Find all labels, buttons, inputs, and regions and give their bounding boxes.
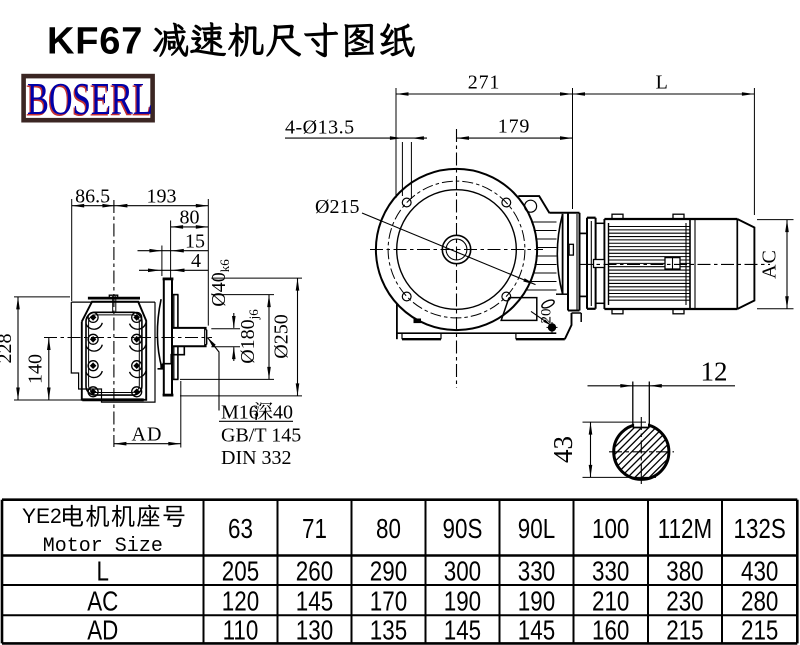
svg-text:130: 130 <box>296 615 333 645</box>
svg-text:86.5: 86.5 <box>75 185 110 207</box>
svg-text:140: 140 <box>25 354 47 384</box>
svg-text:193: 193 <box>147 185 177 207</box>
svg-text:215: 215 <box>666 615 703 645</box>
svg-text:179: 179 <box>498 115 530 137</box>
svg-text:112M: 112M <box>658 514 712 545</box>
svg-text:KF67: KF67 <box>47 21 143 63</box>
svg-text:BOSERL: BOSERL <box>26 75 152 125</box>
svg-text:330: 330 <box>592 556 629 587</box>
svg-text:4-Ø13.5: 4-Ø13.5 <box>285 117 355 139</box>
svg-text:90S: 90S <box>443 514 483 545</box>
svg-text:290: 290 <box>370 556 407 587</box>
svg-text:190: 190 <box>518 586 555 617</box>
svg-text:4: 4 <box>191 250 201 272</box>
svg-text:120: 120 <box>222 586 259 617</box>
svg-text:L: L <box>97 556 109 587</box>
svg-text:260: 260 <box>296 556 333 587</box>
svg-text:YE2: YE2 <box>22 505 62 528</box>
svg-text:230: 230 <box>666 586 703 617</box>
svg-text:AC: AC <box>759 249 781 279</box>
svg-text:100: 100 <box>592 514 629 545</box>
svg-text:DIN 332: DIN 332 <box>221 447 292 469</box>
svg-text:110: 110 <box>223 615 259 645</box>
svg-text:145: 145 <box>296 586 333 617</box>
svg-text:15: 15 <box>185 230 205 252</box>
svg-text:AD: AD <box>132 423 163 445</box>
svg-text:210: 210 <box>592 586 629 617</box>
svg-text:63: 63 <box>228 514 253 545</box>
svg-text:132S: 132S <box>734 514 786 545</box>
svg-text:271: 271 <box>468 71 500 93</box>
svg-text:90L: 90L <box>518 514 555 545</box>
svg-text:215: 215 <box>741 615 778 645</box>
svg-text:160: 160 <box>592 615 629 645</box>
svg-text:80: 80 <box>376 514 401 545</box>
svg-text:380: 380 <box>666 556 703 587</box>
svg-text:Ø250: Ø250 <box>271 314 293 358</box>
svg-text:M16: M16 <box>221 402 259 424</box>
svg-text:BOSERL: BOSERL <box>27 74 153 124</box>
svg-text:330: 330 <box>518 556 555 587</box>
svg-text:43: 43 <box>548 436 578 463</box>
svg-text:280: 280 <box>741 586 778 617</box>
svg-text:190: 190 <box>444 586 481 617</box>
svg-text:145: 145 <box>444 615 481 645</box>
svg-text:Ø215: Ø215 <box>315 196 359 218</box>
svg-text:300: 300 <box>444 556 481 587</box>
svg-text:205: 205 <box>222 556 259 587</box>
svg-text:80: 80 <box>180 207 200 229</box>
svg-text:145: 145 <box>518 615 555 645</box>
svg-text:228: 228 <box>0 334 16 364</box>
svg-text:AC: AC <box>87 586 118 617</box>
svg-text:Motor Size: Motor Size <box>43 535 163 558</box>
svg-text:GB/T 145: GB/T 145 <box>221 425 301 447</box>
svg-text:71: 71 <box>302 514 327 545</box>
svg-text:135: 135 <box>370 615 407 645</box>
svg-text:L: L <box>656 71 668 93</box>
svg-text:430: 430 <box>741 556 778 587</box>
svg-text:170: 170 <box>370 586 407 617</box>
svg-text:12: 12 <box>701 357 728 387</box>
svg-text:40: 40 <box>273 402 293 424</box>
svg-text:AD: AD <box>87 615 118 645</box>
